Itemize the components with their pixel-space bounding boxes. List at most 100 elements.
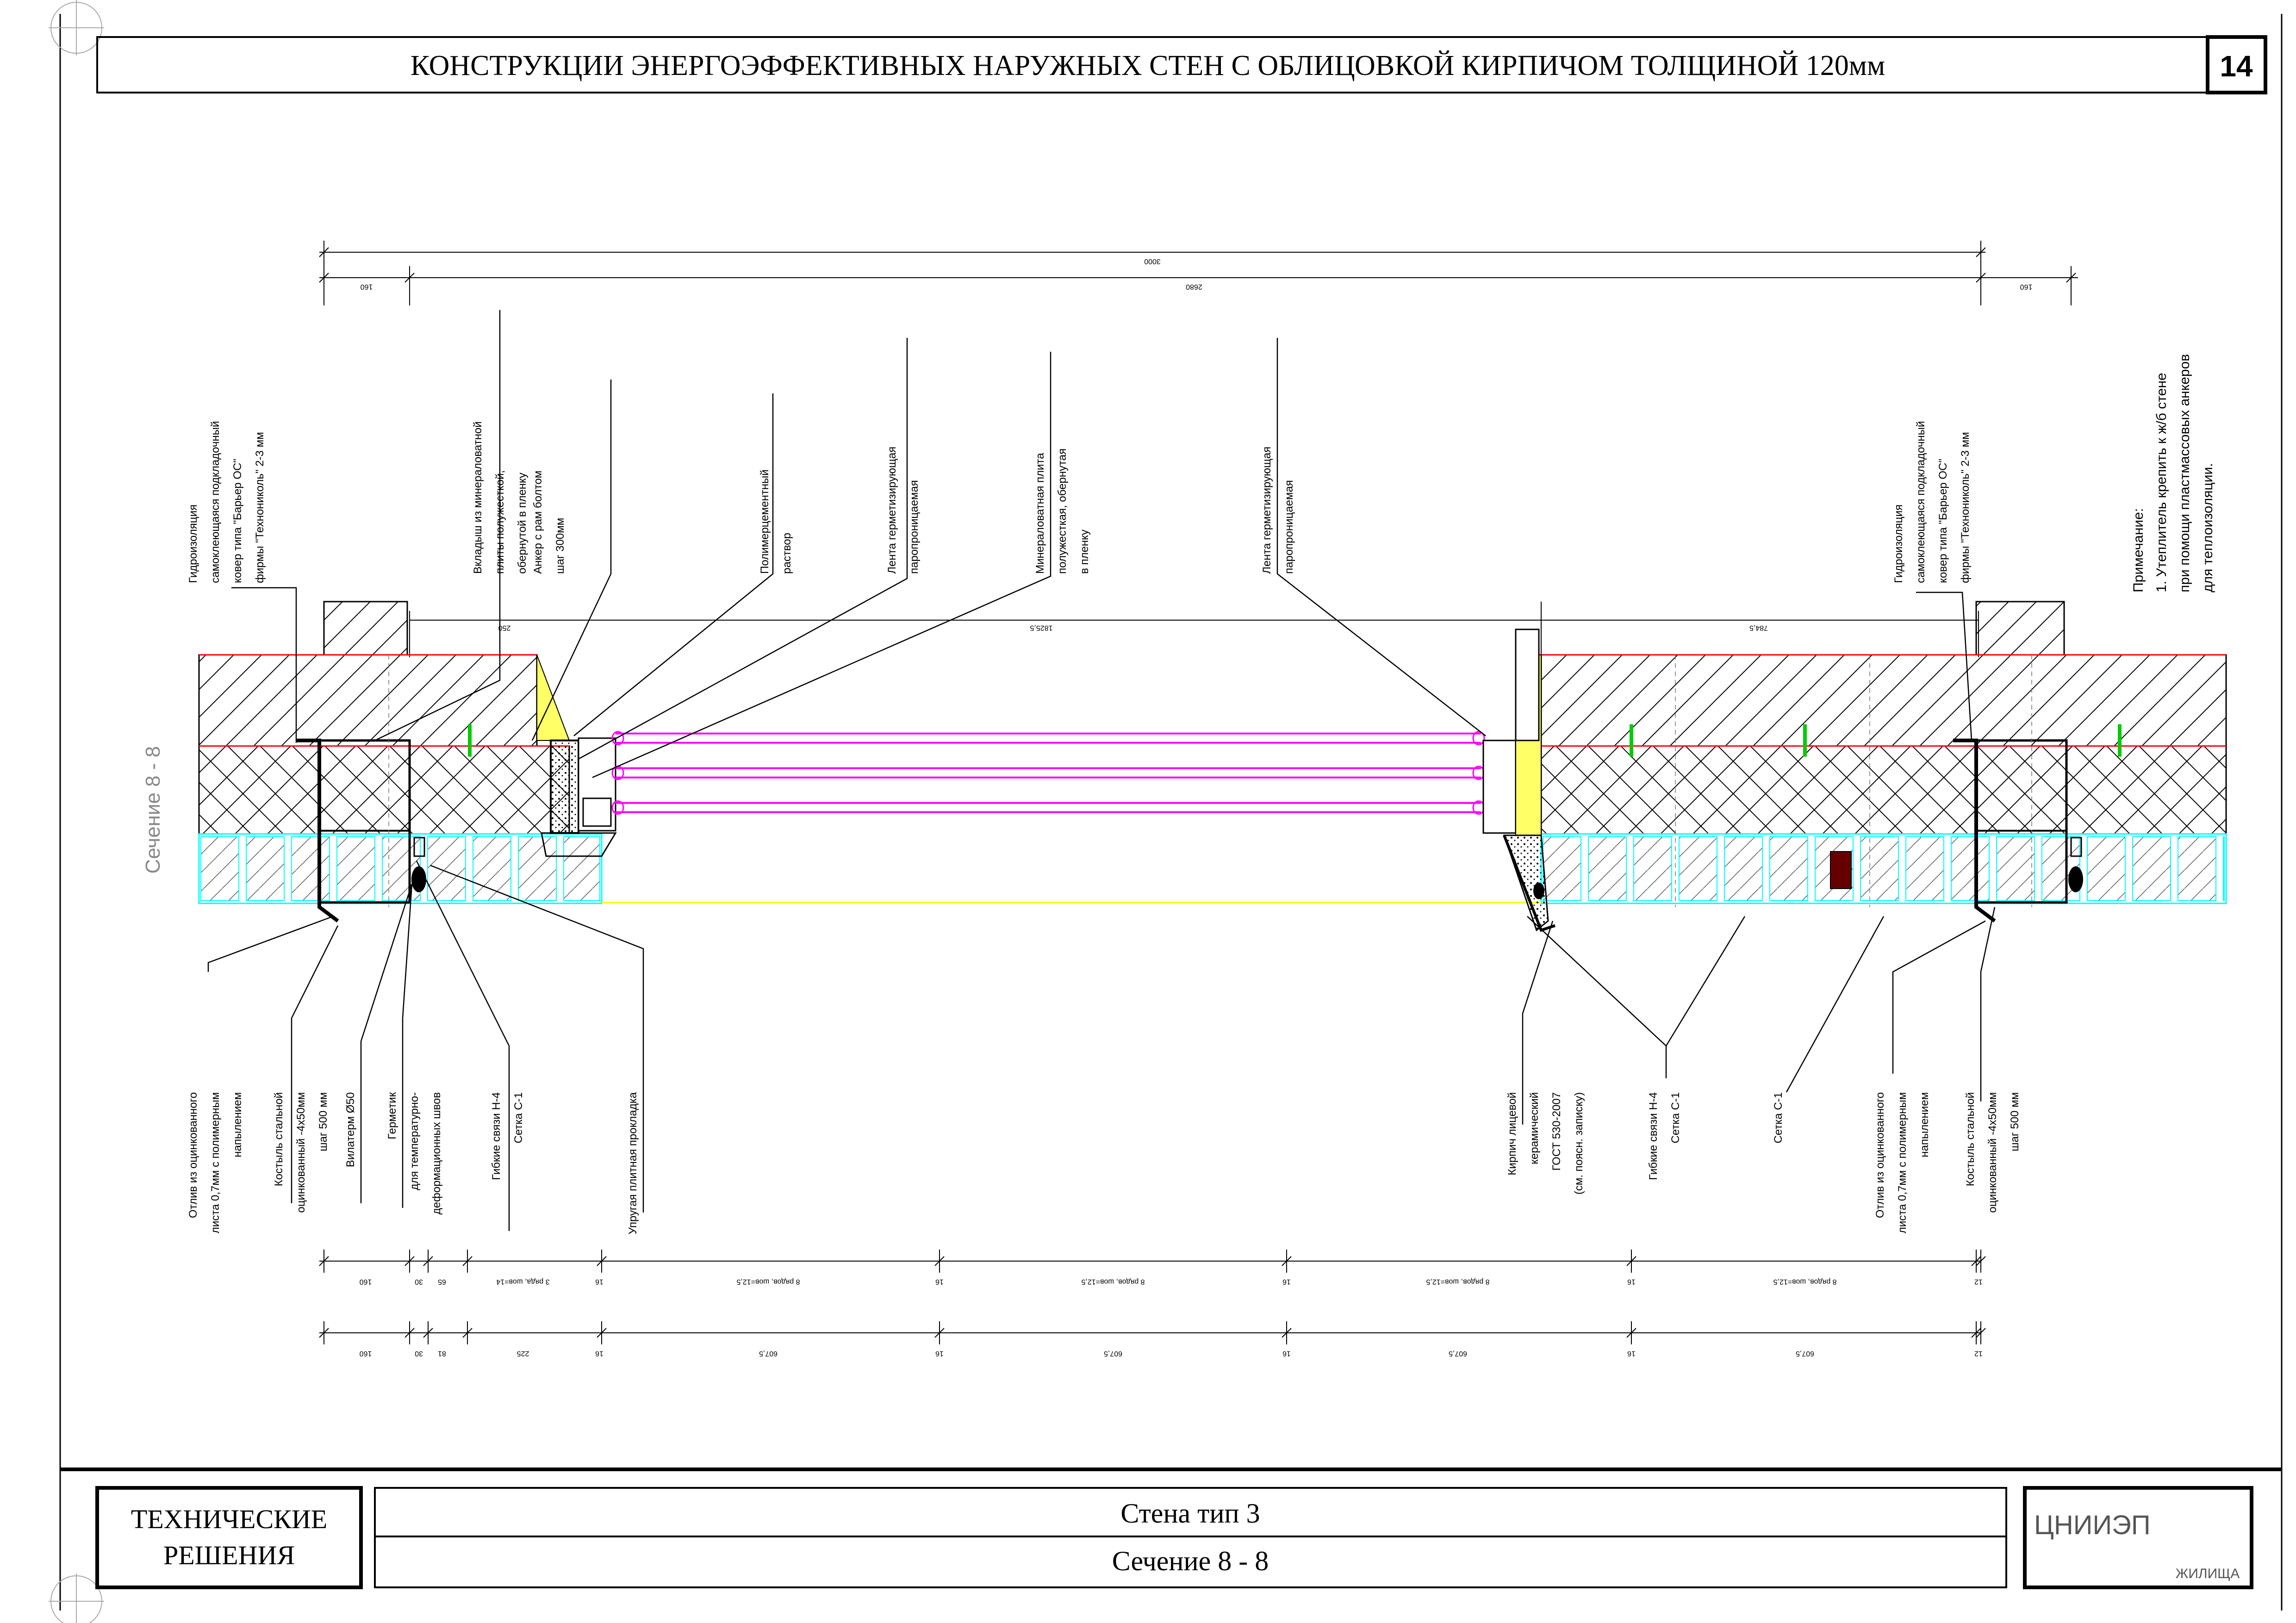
note-line: для теплоизоляции. xyxy=(2200,463,2215,592)
callout-line: листа 0,7мм с полимерным xyxy=(209,1092,222,1233)
callout-line: для температурно- xyxy=(408,1092,421,1190)
callout-line: напылением xyxy=(231,1092,244,1157)
callout-line: полужесткая, обернутая xyxy=(1056,448,1069,574)
dimension-value: 81 xyxy=(438,1349,446,1357)
callout-line: Гидроизоляция xyxy=(1892,504,1905,583)
callout-line: Лента герметизирующая xyxy=(886,447,898,574)
dimension-value: 12 xyxy=(1974,1278,1983,1286)
dimension-value: 30 xyxy=(415,1278,423,1286)
dimension-value: 8 рядов, шов=12,5 xyxy=(1081,1278,1145,1286)
callout-line: ГОСТ 530-2007 xyxy=(1550,1092,1563,1171)
brick xyxy=(1769,836,1808,901)
insulation-right xyxy=(1540,745,2227,835)
callout-line: шаг 500 мм xyxy=(2009,1092,2021,1151)
dim-top-right: 160 xyxy=(2020,283,2033,291)
dim-top-middle: 2680 xyxy=(1186,283,1202,291)
callout-line: Лента герметизирующая xyxy=(1261,447,1273,574)
callout-line: Гибкие связи Н-4 xyxy=(490,1092,503,1180)
brick xyxy=(1679,836,1717,901)
callout-line: Минераловатная плита xyxy=(1034,453,1046,574)
callout-line: паропроницаемая xyxy=(908,480,921,574)
callout-line: деформационных швов xyxy=(430,1092,443,1214)
title-block: ТЕХНИЧЕСКИЕ РЕШЕНИЯ Стена тип 3 Сечение … xyxy=(95,1486,2253,1589)
brick xyxy=(1588,836,1627,901)
title-block-sheet-name: Стена тип 3 xyxy=(1120,1498,1260,1529)
callout-line: обернутой в пленку xyxy=(516,473,529,574)
dimension-value: 160 xyxy=(360,1278,372,1286)
brick xyxy=(246,836,285,901)
title-block-left-line1: ТЕХНИЧЕСКИЕ xyxy=(131,1504,327,1534)
brick xyxy=(291,836,330,901)
callout-line: ковер типа "Барьер ОС" xyxy=(1937,459,1949,583)
callout-line: паропроницаемая xyxy=(1283,480,1295,574)
brick xyxy=(427,836,466,901)
brick xyxy=(2087,836,2126,901)
callout-line: листа 0,7мм с полимерным xyxy=(1896,1092,1909,1233)
window-frame-left xyxy=(578,737,616,832)
title-block-left-line2: РЕШЕНИЯ xyxy=(163,1540,295,1570)
callouts_top-callout: Полимерцементный раствор xyxy=(759,469,793,574)
callouts_bottom-callout: Вилатерм Ø50 xyxy=(344,1092,357,1167)
dimension-value: 16 xyxy=(595,1349,604,1357)
glazing xyxy=(616,733,1481,813)
brick xyxy=(2223,836,2225,901)
frame-insert-left xyxy=(550,740,579,834)
dimension-value: 16 xyxy=(935,1349,944,1357)
page-number: 14 xyxy=(2220,50,2253,83)
callout-line: Вкладыш из минераловатной xyxy=(472,421,484,574)
bottom-dimension-chains xyxy=(319,1261,1981,1333)
callout-line: Костыль стальной xyxy=(273,1092,285,1186)
callout-line: Костыль стальной xyxy=(1964,1092,1977,1186)
note-line: Примечание: xyxy=(2131,508,2146,592)
concrete-wall-right xyxy=(1540,601,2227,747)
dimension-value: 8 рядов, шов=12,5 xyxy=(1426,1278,1489,1286)
callout-line: Сетка С-1 xyxy=(1772,1092,1785,1144)
wall-section xyxy=(198,601,2227,932)
dimension-value: 16 xyxy=(1627,1278,1636,1286)
brick xyxy=(336,836,375,901)
brick-sill-right xyxy=(1503,834,1549,932)
callout-line: Упругая плитная прокладка xyxy=(627,1092,639,1234)
callout-line: в пленку xyxy=(1078,529,1091,574)
callouts_bottom-callout: Упругая плитная прокладка xyxy=(627,1092,639,1234)
dimension-value: 8 рядов, шов=12,5 xyxy=(1773,1278,1836,1286)
dimension-value: 16 xyxy=(935,1278,944,1286)
note-line: 1. Утеплитель крепить к ж/б стене xyxy=(2154,373,2169,593)
callout-line: оцинкованный -4х50мм xyxy=(295,1092,307,1213)
note: Примечание: 1. Утеплитель крепить к ж/б с… xyxy=(2131,354,2215,592)
callouts_bottom-callout: Герметик для температурно-деформационных … xyxy=(386,1092,443,1215)
callouts_top-callout: Лента герметизирующая паропроницаемая xyxy=(1261,447,1295,574)
leader-lines-bottom xyxy=(207,860,1996,1231)
dimension-value: 3 ряда, шов=14 xyxy=(496,1278,549,1286)
dimension-value: 16 xyxy=(595,1278,604,1286)
callout-line: Гидроизоляция xyxy=(187,504,199,583)
callout-line: керамический xyxy=(1528,1092,1541,1164)
callouts_bottom-callout: Сетка С-1 xyxy=(1772,1092,1785,1144)
insulation-anchors xyxy=(468,724,2122,757)
dimension-value: 607,5 xyxy=(1796,1349,1814,1357)
callout-line: раствор xyxy=(781,533,793,574)
inner-dimension-chain xyxy=(409,602,1979,657)
vilaterm-right xyxy=(2068,866,2083,892)
callout-line: Герметик xyxy=(386,1092,398,1140)
org-subname: ЖИЛИЩА xyxy=(2176,1566,2240,1581)
dimension-value: 607,5 xyxy=(1449,1349,1467,1357)
callout-line: шаг 500 мм xyxy=(317,1092,330,1151)
callout-line: ковер типа "Барьер ОС" xyxy=(231,459,244,583)
insulation-left xyxy=(198,745,570,835)
dim-inner-3: 784,5 xyxy=(1749,624,1768,632)
org-name: ЦНИИЭП xyxy=(2034,1510,2151,1540)
brick xyxy=(2132,836,2171,901)
callout-line: фирмы "Технониколь" 2-3 мм xyxy=(254,432,266,583)
title-block-section-name: Сечение 8 - 8 xyxy=(1112,1546,1269,1576)
callout-line: Полимерцементный xyxy=(759,469,771,574)
dimension-value: 607,5 xyxy=(1104,1349,1122,1357)
